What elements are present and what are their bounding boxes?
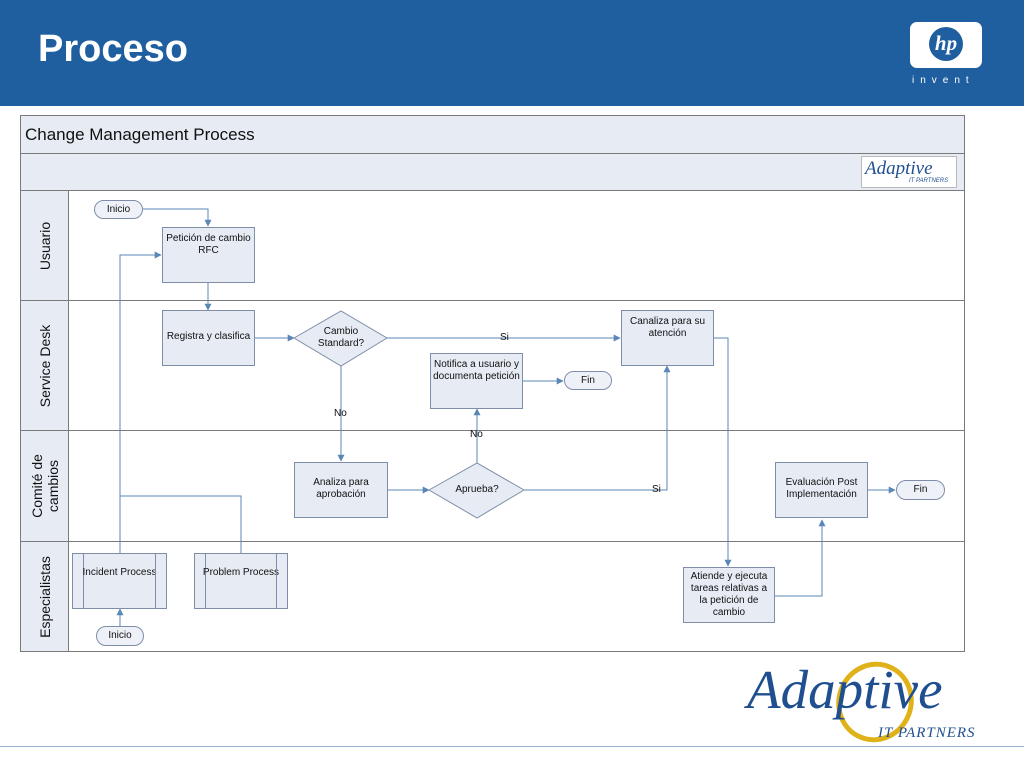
connector-problem-peticion: [120, 495, 242, 553]
adaptive-logo-sub: IT PARTNERS: [878, 725, 976, 741]
node-atiende: Atiende y ejecuta tareas relativas a la …: [683, 567, 775, 623]
adaptive-small-logo-text: Adaptive: [865, 158, 933, 179]
connector-incident-peticion: [119, 251, 162, 553]
node-registra: Registra y clasifica: [162, 310, 255, 366]
adaptive-small-logo: Adaptive IT PARTNERS: [861, 156, 957, 188]
node-notifica: Notifica a usuario y documenta petición: [430, 353, 523, 409]
connectors: [116, 208, 896, 626]
node-analiza: Analiza para aprobación: [294, 462, 388, 518]
lane-separator: [21, 300, 964, 301]
node-canaliza: Canaliza para su atención: [621, 310, 714, 366]
header-bar: Proceso hp invent: [0, 0, 1024, 106]
lane-comite: Comité de cambios: [21, 431, 69, 541]
start-usuario: Inicio: [94, 200, 143, 219]
start-especialistas: Inicio: [96, 626, 144, 646]
lane-service-desk: Service Desk: [21, 301, 69, 430]
decision-cambio-label: Cambio Standard?: [317, 326, 365, 349]
end-service-desk: Fin: [564, 371, 612, 390]
connector-canaliza-atiende: [714, 337, 732, 567]
decision-aprueba: [427, 462, 525, 519]
process-title-bar: Change Management Process: [21, 116, 964, 154]
edge-label-no: No: [334, 408, 347, 419]
page-title: Proceso: [38, 28, 188, 70]
hp-tagline: invent: [912, 75, 975, 86]
subprocess-problem-label: Problem Process: [202, 567, 280, 578]
connector-aprueba-canaliza: [524, 365, 671, 491]
connector-inicio-peticion: [143, 208, 212, 227]
lane-separator: [21, 541, 964, 542]
edge-label-si: Si: [500, 332, 509, 343]
hp-logo: hp: [910, 22, 982, 68]
hp-logo-mark: hp: [929, 27, 963, 61]
node-evaluacion: Evaluación Post Implementación: [775, 462, 868, 518]
adaptive-logo: Adaptive IT PARTNERS: [745, 656, 995, 748]
subprocess-incident-label: Incident Process: [82, 567, 157, 578]
edge-label-no: No: [470, 429, 483, 440]
connector-atiende-evaluacion: [775, 519, 826, 597]
end-comite: Fin: [896, 480, 945, 500]
node-peticion: Petición de cambio RFC: [162, 227, 255, 283]
decision-cambio-standard: [293, 310, 388, 367]
lane-usuario: Usuario: [21, 191, 69, 300]
decision-aprueba-label: Aprueba?: [455, 484, 499, 495]
subprocess-incident: Incident Process: [72, 553, 167, 609]
edge-label-si: Si: [652, 484, 661, 495]
footer-line: [0, 746, 1024, 747]
process-diagram: Change Management Process Adaptive IT PA…: [20, 115, 965, 652]
logo-bar: Adaptive IT PARTNERS: [21, 154, 964, 191]
logo-swoosh-icon: [836, 661, 914, 743]
adaptive-logo-text: Adaptive: [747, 659, 943, 720]
adaptive-small-logo-sub: IT PARTNERS: [909, 178, 949, 184]
lane-separator: [21, 430, 964, 431]
process-title: Change Management Process: [25, 125, 255, 144]
lane-especialistas: Especialistas: [21, 542, 69, 651]
subprocess-problem: Problem Process: [194, 553, 288, 609]
